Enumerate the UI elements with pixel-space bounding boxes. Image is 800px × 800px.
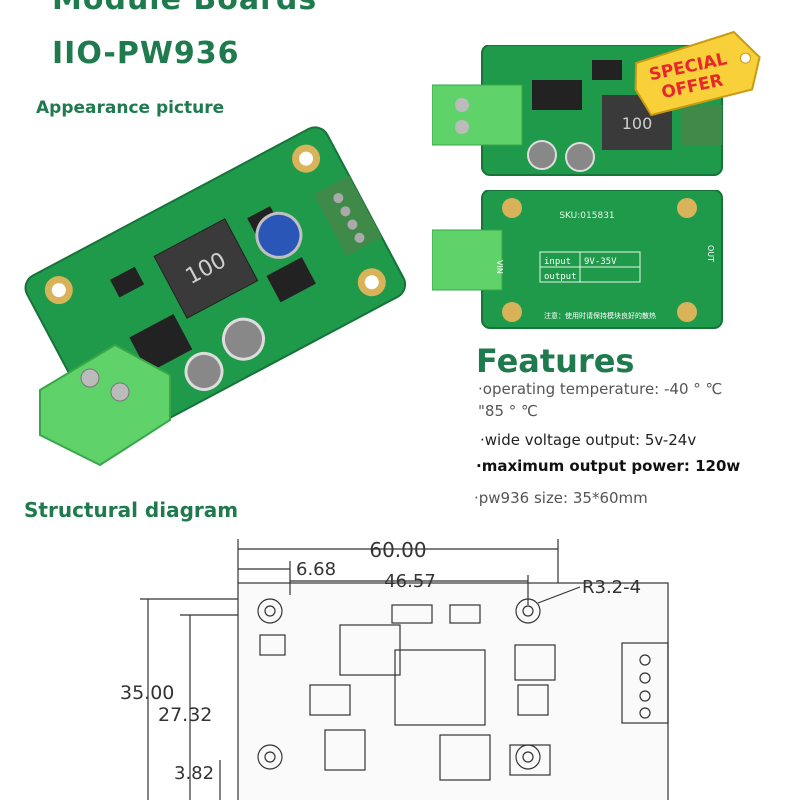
input-connector-front [432, 84, 523, 146]
vout-label: OUT [706, 245, 715, 262]
dim-offset: 6.68 [296, 559, 336, 580]
sku-label: SKU:015831 [559, 211, 614, 221]
dim-hole-offset: 3.82 [174, 763, 214, 784]
feature-item: ·maximum output power: 120w [476, 457, 741, 475]
back-board-photo: SKU:015831 input output 9V-35V VIN OUT 注… [432, 190, 723, 329]
input-connector-back [432, 229, 503, 291]
input-label: input [544, 257, 571, 267]
structural-diagram: 60.00 6.68 46.57 R3.2-4 35.00 27.32 3.82 [120, 538, 669, 800]
feature-item: ·pw936 size: 35*60mm [474, 489, 648, 507]
dim-width: 60.00 [369, 538, 426, 562]
svg-text:100: 100 [622, 114, 653, 133]
feature-item: "85 ° ℃ [478, 402, 538, 420]
dim-inner-height: 27.32 [158, 704, 212, 726]
vin-label: VIN [495, 260, 504, 274]
feature-item: ·wide voltage output: 5v-24v [480, 431, 697, 449]
dim-height: 35.00 [120, 682, 174, 704]
inductor [153, 218, 259, 319]
special-offer-badge: SPECIAL OFFER [634, 30, 761, 117]
page-title: IIO-PW936 [52, 36, 240, 71]
ic-chip [129, 314, 193, 373]
board-note: 注意：使用时请保持模块良好的散热 [544, 311, 656, 320]
voltage-range: 9V-35V [584, 257, 617, 267]
input-connector [39, 343, 171, 467]
feature-item: ·operating temperature: -40 ° ℃ [478, 380, 723, 398]
main-board-photo: 100 [24, 126, 407, 467]
structural-heading: Structural diagram [24, 498, 239, 522]
dim-hole: R3.2-4 [582, 577, 641, 598]
header-cut-title: Module Boards [52, 0, 317, 17]
features-heading: Features [476, 342, 635, 380]
output-label: output [544, 272, 577, 282]
capacitor [255, 211, 303, 259]
appearance-heading: Appearance picture [36, 98, 225, 118]
dim-inner-width: 46.57 [384, 571, 436, 592]
